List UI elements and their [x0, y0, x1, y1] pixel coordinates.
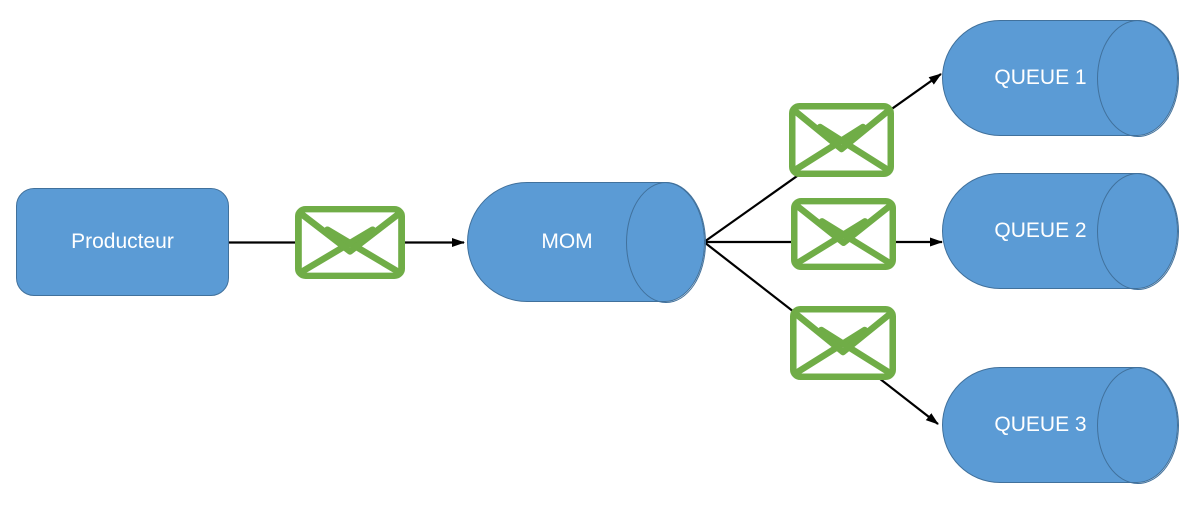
node-mom-label: MOM: [541, 230, 593, 253]
cylinder-cap: [1096, 366, 1179, 484]
envelope-icon: [791, 198, 896, 270]
node-producteur-label: Producteur: [71, 230, 174, 253]
envelope-icon: [790, 306, 896, 380]
envelope-icon: [295, 206, 405, 279]
node-mom: MOM: [467, 181, 706, 303]
cylinder-cap: [1096, 172, 1179, 290]
node-queue-3: QUEUE 3: [942, 366, 1179, 484]
node-queue-2: QUEUE 2: [942, 172, 1179, 290]
node-queue-3-label: QUEUE 3: [994, 413, 1087, 436]
cylinder-cap: [625, 181, 706, 303]
node-queue-2-label: QUEUE 2: [994, 219, 1087, 242]
envelope-icon: [789, 103, 894, 177]
node-producteur: Producteur: [16, 188, 229, 296]
node-queue-1: QUEUE 1: [942, 19, 1179, 137]
node-queue-1-label: QUEUE 1: [994, 66, 1087, 89]
cylinder-cap: [1096, 19, 1179, 137]
